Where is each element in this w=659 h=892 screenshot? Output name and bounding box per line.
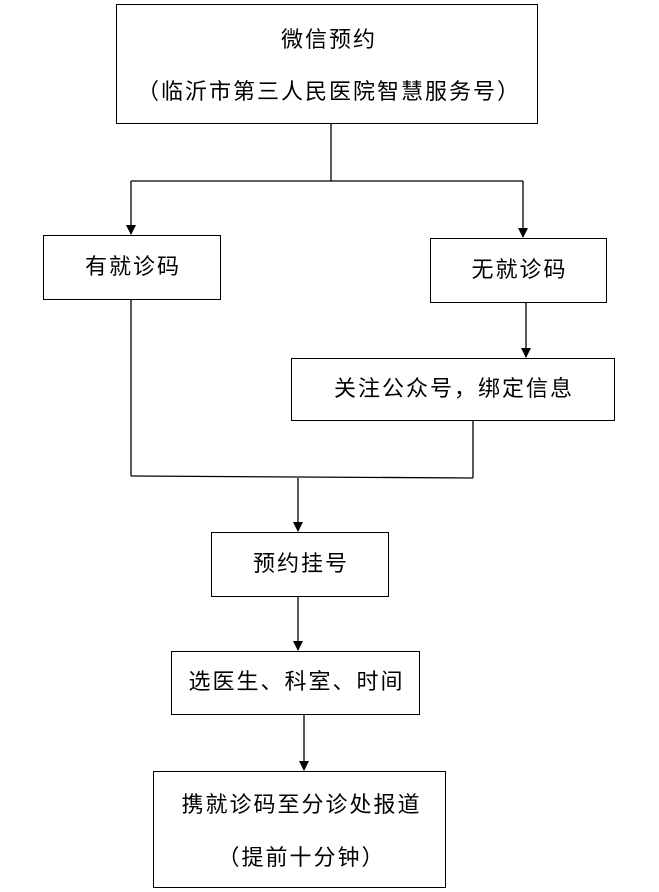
node-register: 预约挂号 <box>211 532 389 597</box>
node-report-triage: 携就诊码至分诊处报道 （提前十分钟） <box>153 771 446 888</box>
node-has-code-label: 有就诊码 <box>84 254 181 280</box>
node-register-label: 预约挂号 <box>252 551 349 577</box>
node-has-code: 有就诊码 <box>43 235 221 300</box>
node-follow-account: 关注公众号，绑定信息 <box>291 358 615 421</box>
node-follow-label: 关注公众号，绑定信息 <box>333 376 574 402</box>
node-no-code: 无就诊码 <box>430 238 607 303</box>
node-no-code-label: 无就诊码 <box>471 257 568 283</box>
node-wechat-subtitle: （临沂市第三人民医院智慧服务号） <box>136 80 521 105</box>
node-wechat-title: 微信预约 <box>280 28 377 53</box>
node-report-subtitle: （提前十分钟） <box>217 846 386 871</box>
connector-merge-horizontal <box>130 475 474 479</box>
node-choose-label: 选医生、科室、时间 <box>188 670 405 695</box>
node-choose-doctor: 选医生、科室、时间 <box>171 651 420 715</box>
node-report-title: 携就诊码至分诊处报道 <box>181 793 422 818</box>
node-wechat-appointment: 微信预约 （临沂市第三人民医院智慧服务号） <box>116 4 538 124</box>
